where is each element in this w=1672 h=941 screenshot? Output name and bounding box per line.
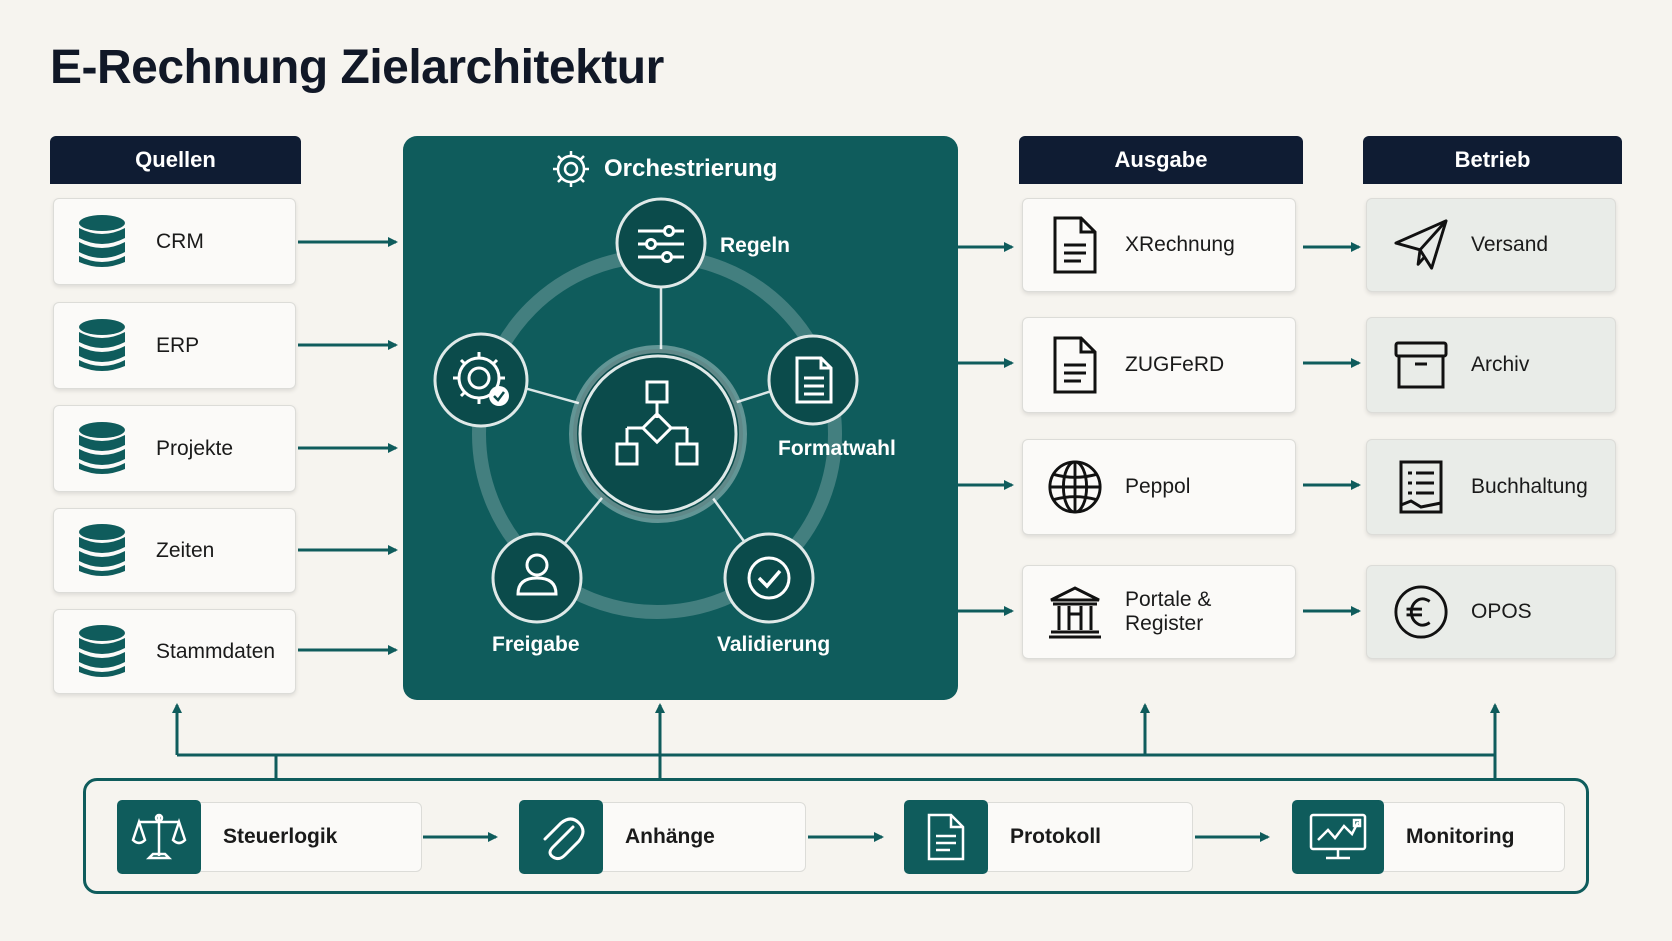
source-label-stammdaten: Stammdaten	[156, 639, 276, 663]
node-label-regeln: Regeln	[720, 234, 791, 257]
node-label-freigabe: Freigabe	[492, 633, 580, 656]
operations-card-opos[interactable]: OPOS	[1366, 565, 1616, 659]
monitor-chart-icon	[1292, 800, 1384, 874]
pipeline-container	[83, 778, 1589, 894]
gear-check-icon	[433, 332, 529, 428]
page-title: E-Rechnung Zielarchitektur	[50, 41, 664, 94]
scales-icon	[117, 800, 201, 874]
ledger-icon	[1393, 459, 1449, 515]
source-card-crm[interactable]: CRM	[53, 198, 296, 285]
node-label-validierung: Validierung	[717, 633, 831, 656]
document-icon	[767, 334, 859, 426]
database-icon	[74, 421, 130, 477]
pipeline-label-steuerlogik: Steuerlogik	[223, 825, 338, 848]
database-icon	[74, 624, 130, 680]
euro-icon	[1393, 584, 1449, 640]
check-circle-icon	[723, 532, 815, 624]
document-icon	[1047, 336, 1103, 394]
output-label-peppol: Peppol	[1125, 475, 1191, 498]
gear-icon	[553, 151, 589, 187]
operations-card-archiv[interactable]: Archiv	[1366, 317, 1616, 413]
operations-label-buchhaltung: Buchhaltung	[1471, 475, 1588, 498]
source-card-stammdaten[interactable]: Stammdaten	[53, 609, 296, 694]
pipeline-step-monitoring[interactable]: Monitoring	[1292, 800, 1565, 874]
output-card-peppol[interactable]: Peppol	[1022, 439, 1296, 535]
archive-box-icon	[1393, 337, 1449, 393]
sliders-icon	[615, 197, 707, 289]
institution-icon	[1047, 584, 1103, 640]
source-label-projekte: Projekte	[156, 436, 234, 460]
operations-label-versand: Versand	[1471, 233, 1549, 256]
operations-label-opos: OPOS	[1471, 600, 1532, 623]
output-card-xrechnung[interactable]: XRechnung	[1022, 198, 1296, 292]
pipeline-step-protokoll[interactable]: Protokoll	[904, 800, 1193, 874]
paperclip-icon	[519, 800, 603, 874]
source-card-erp[interactable]: ERP	[53, 302, 296, 389]
output-card-portale[interactable]: Portale & Register	[1022, 565, 1296, 659]
database-icon	[74, 214, 130, 270]
operations-card-versand[interactable]: Versand	[1366, 198, 1616, 292]
paper-plane-icon	[1393, 217, 1449, 273]
user-icon	[491, 532, 583, 624]
pipeline-step-anhaenge[interactable]: Anhänge	[519, 800, 806, 874]
column-header-output: Ausgabe	[1019, 136, 1303, 184]
output-label-zugferd: ZUGFeRD	[1125, 353, 1225, 376]
flowchart-icon	[569, 345, 747, 523]
pipeline-step-steuerlogik[interactable]: Steuerlogik	[117, 800, 422, 874]
source-card-projekte[interactable]: Projekte	[53, 405, 296, 492]
orchestration-title: Orchestrierung	[604, 155, 778, 182]
output-label-portale: Portale & Register	[1125, 588, 1212, 635]
operations-card-buchhaltung[interactable]: Buchhaltung	[1366, 439, 1616, 535]
database-icon	[74, 523, 130, 579]
globe-icon	[1047, 459, 1103, 515]
source-label-crm: CRM	[156, 229, 204, 253]
operations-label-archiv: Archiv	[1471, 353, 1530, 376]
output-label-xrechnung: XRechnung	[1125, 233, 1235, 256]
column-header-operations: Betrieb	[1363, 136, 1622, 184]
document-icon	[1047, 216, 1103, 274]
source-label-zeiten: Zeiten	[156, 538, 215, 562]
pipeline-label-monitoring: Monitoring	[1406, 825, 1515, 848]
database-icon	[74, 318, 130, 374]
column-header-sources: Quellen	[50, 136, 301, 184]
document-icon	[904, 800, 988, 874]
node-label-formatwahl: Formatwahl	[778, 437, 896, 460]
output-card-zugferd[interactable]: ZUGFeRD	[1022, 317, 1296, 413]
orchestration-graphic	[433, 151, 859, 624]
source-label-erp: ERP	[156, 333, 200, 357]
pipeline-label-anhaenge: Anhänge	[625, 825, 715, 848]
pipeline-label-protokoll: Protokoll	[1010, 825, 1102, 848]
source-card-zeiten[interactable]: Zeiten	[53, 508, 296, 593]
